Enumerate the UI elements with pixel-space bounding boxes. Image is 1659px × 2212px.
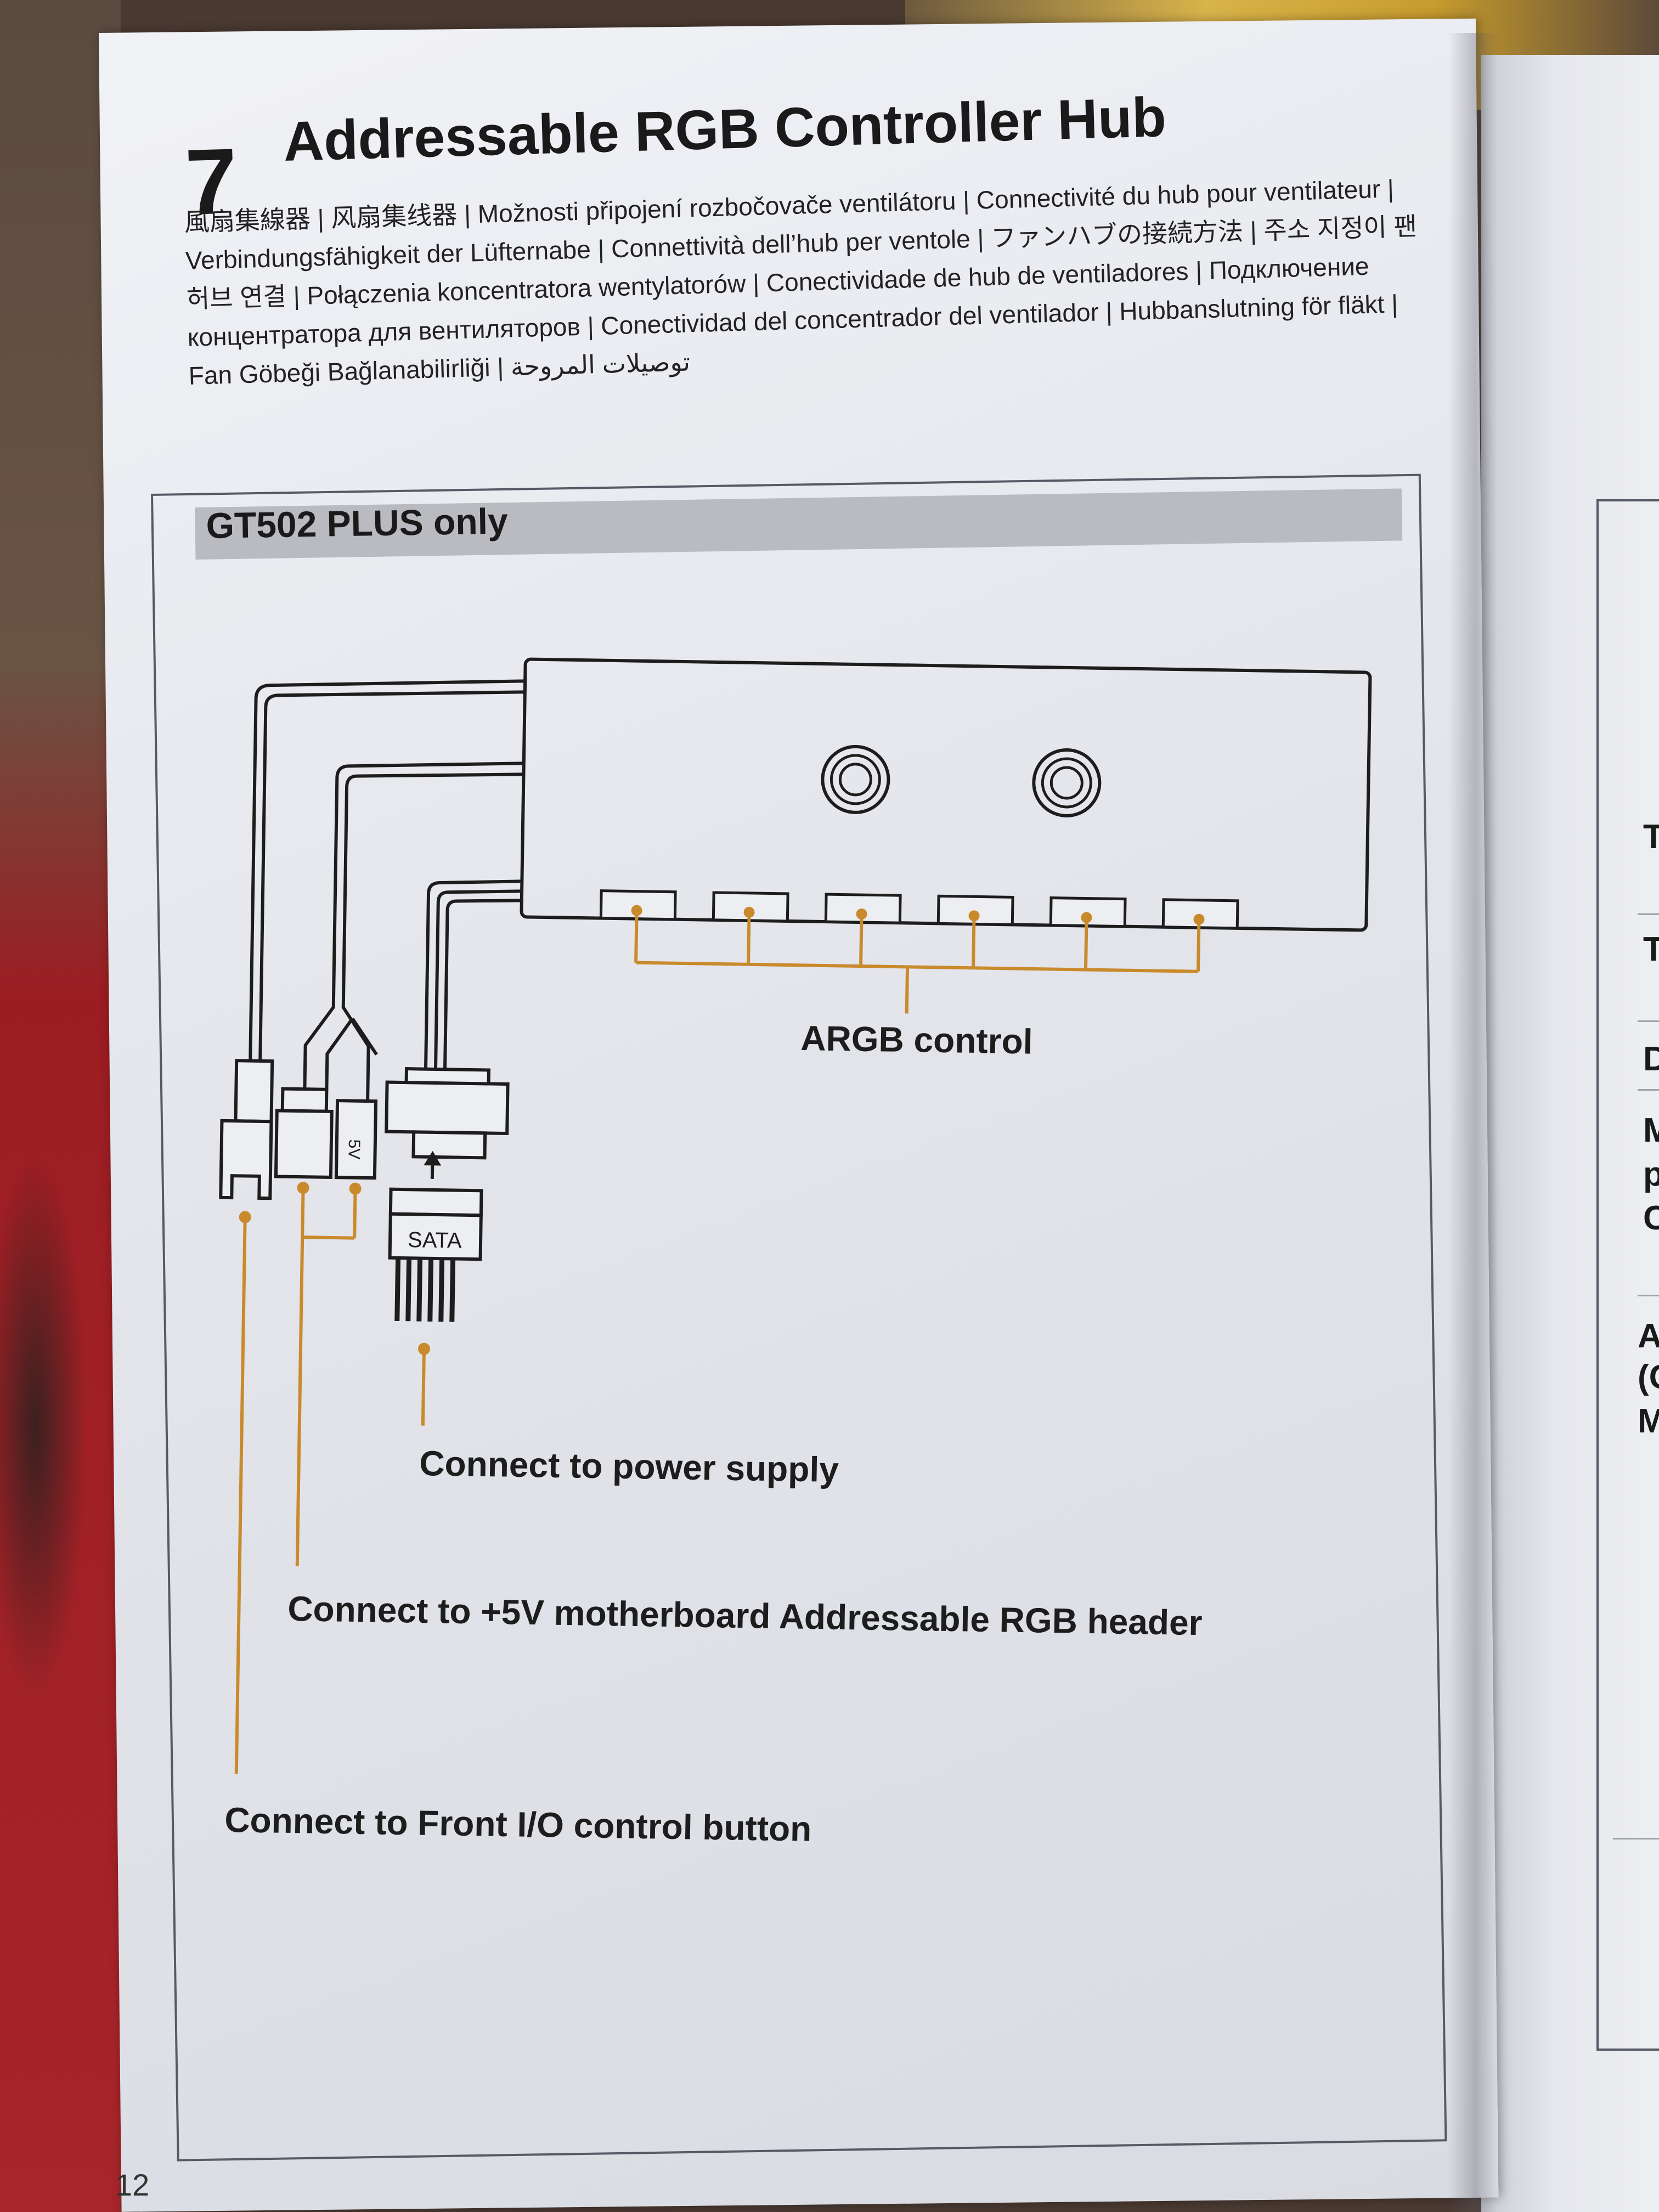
background-cloth-left [0, 0, 121, 2212]
connector-5v-text: 5V [345, 1139, 363, 1159]
sata-text: SATA [408, 1228, 462, 1253]
right-page-rule [1638, 913, 1659, 915]
right-page-rule [1638, 1295, 1659, 1296]
right-page-rule [1638, 1089, 1659, 1091]
right-page-text-8: (C [1638, 1358, 1659, 1396]
connector-front-io [219, 1059, 274, 1200]
connector-hub-power [385, 1067, 510, 1160]
right-page [1481, 55, 1659, 2212]
hub-diagram-group: 5V SATA [219, 657, 1372, 1774]
leader-front-io [234, 1217, 247, 1774]
cable-argb-header [303, 761, 524, 1102]
leader-argb-header-dot-2 [349, 1182, 362, 1195]
right-page-text-3: D [1643, 1040, 1659, 1078]
argb-control-label: ARGB control [800, 1018, 1034, 1062]
cable-sata [424, 879, 522, 1070]
right-page-text-6: C [1643, 1199, 1659, 1237]
leader-argb-header [295, 1188, 357, 1567]
right-page-text-1: T [1643, 818, 1659, 856]
power-supply-label: Connect to power supply [419, 1443, 839, 1489]
right-page-text-9: M [1638, 1402, 1659, 1440]
cable-front-io [249, 679, 526, 1061]
right-page-text-2: T [1643, 930, 1659, 968]
sata-wires [394, 1257, 456, 1322]
hub-knob-right [1032, 748, 1102, 817]
argb-leader-dots [631, 905, 1205, 925]
book-gutter [1448, 33, 1498, 2212]
hub-body [520, 657, 1372, 932]
right-page-rule [1613, 1838, 1659, 1839]
leader-argb-header-dot-1 [297, 1182, 309, 1194]
right-page-text-4: M [1643, 1111, 1659, 1149]
leader-power-dot [417, 1342, 430, 1355]
hub-knob-left [821, 744, 890, 814]
right-page-text-7: A [1638, 1317, 1659, 1355]
connector-argb-header [274, 1087, 378, 1180]
connector-sata [388, 1187, 483, 1261]
right-page-text-5: p [1643, 1155, 1659, 1193]
connector-arrow-icon [424, 1150, 442, 1179]
background-shadow [0, 1152, 88, 1701]
page-number: 12 [115, 2168, 150, 2202]
leader-front-io-dot [239, 1211, 251, 1223]
right-page-table-frame [1596, 499, 1659, 2051]
argb-leader-lines [634, 910, 1201, 1014]
right-page-rule [1638, 1020, 1659, 1022]
leader-power [421, 1348, 426, 1426]
